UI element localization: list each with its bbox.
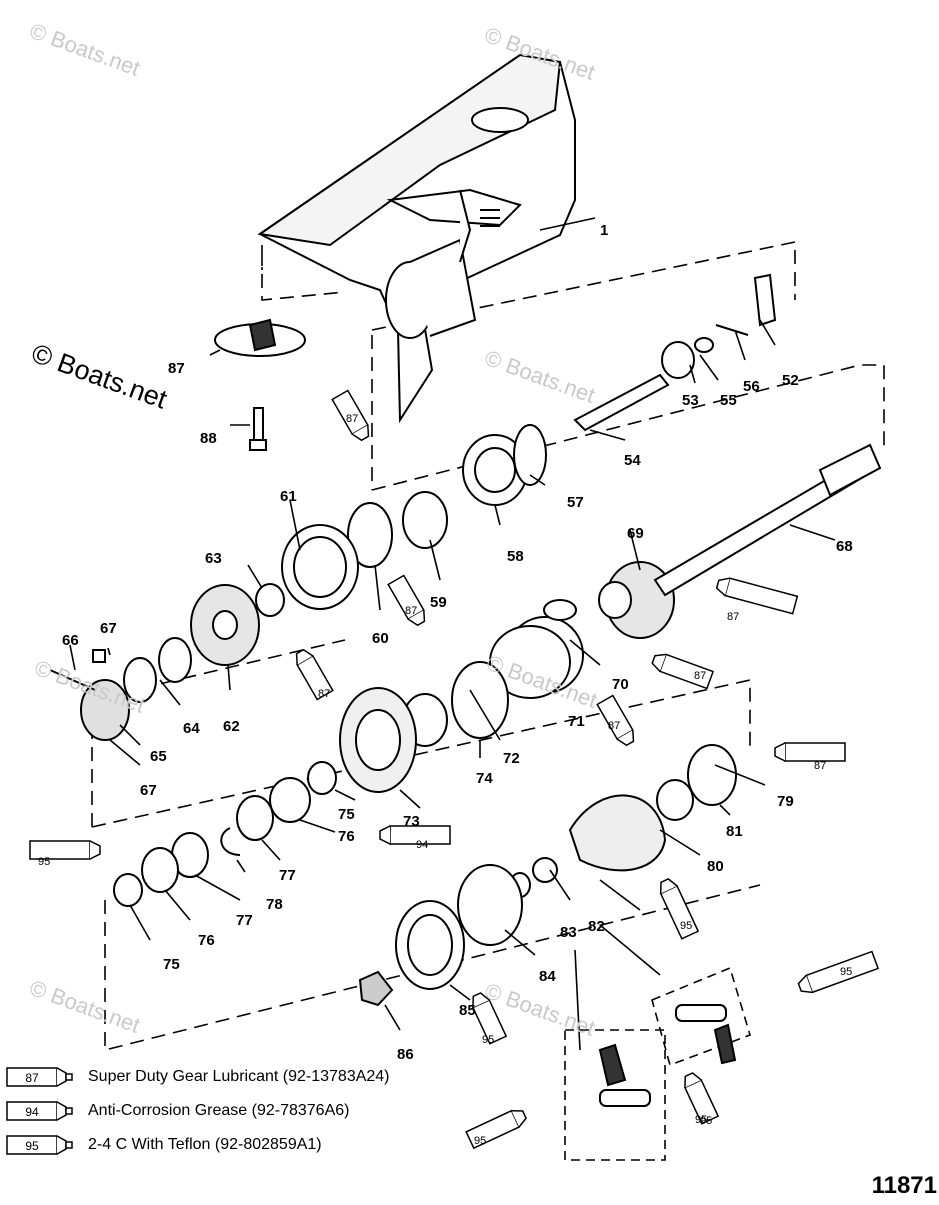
- legend-code: 87: [25, 1071, 39, 1085]
- legend-item-87: 87 Super Duty Gear Lubricant (92-13783A2…: [6, 1064, 390, 1090]
- callout-number: 77: [279, 867, 296, 884]
- callout-number: 86: [397, 1046, 414, 1063]
- callout-number: 75: [163, 956, 180, 973]
- cam-follower: [598, 1004, 737, 1107]
- tube-label: 95: [482, 1034, 495, 1046]
- callout-number: 58: [507, 548, 524, 565]
- callout-number: 76: [198, 932, 215, 949]
- callout-number: 53: [682, 392, 699, 409]
- tube-label: 94: [416, 839, 429, 851]
- callout-number: 67: [100, 620, 117, 637]
- legend-text: Super Duty Gear Lubricant (92-13783A24): [88, 1068, 390, 1085]
- legend-text: Anti-Corrosion Grease (92-78376A6): [88, 1102, 350, 1119]
- callout-number: 72: [503, 750, 520, 767]
- shift-shaft-group: [573, 273, 777, 432]
- callout-number: 85: [459, 1002, 476, 1019]
- tube-label: 95: [700, 1115, 713, 1127]
- callout-number: 69: [627, 525, 644, 542]
- tube-icon: 94: [6, 1101, 73, 1121]
- callout-number: 73: [403, 813, 420, 830]
- callout-number: 74: [476, 770, 493, 787]
- callout-number: 84: [539, 968, 556, 985]
- bearings-and-races: [49, 424, 737, 1007]
- callout-number: 57: [567, 494, 584, 511]
- detail-boxes: [564, 966, 751, 1161]
- callout-number: 64: [183, 720, 200, 737]
- callout-number: 52: [782, 372, 799, 389]
- callout-number: 63: [205, 550, 222, 567]
- lubricant-tubes: [29, 389, 880, 1150]
- callout-number: 80: [707, 858, 724, 875]
- tube-label: 95: [680, 920, 693, 932]
- legend-code: 95: [25, 1139, 39, 1153]
- callout-number: 62: [223, 718, 240, 735]
- callout-number: 67: [140, 782, 157, 799]
- tube-label: 87: [608, 720, 621, 732]
- legend-code: 94: [25, 1105, 39, 1119]
- tube-label: 95: [840, 966, 853, 978]
- tube-label: 95: [38, 856, 51, 868]
- callout-number: 88: [200, 430, 217, 447]
- callout-number: 60: [372, 630, 389, 647]
- callout-number: 78: [266, 896, 283, 913]
- callout-number: 54: [624, 452, 641, 469]
- callout-number: 81: [726, 823, 743, 840]
- legend-item-95: 95 2-4 C With Teflon (92-802859A1): [6, 1132, 322, 1158]
- tube-label: 87: [346, 413, 359, 425]
- callout-number: 76: [338, 828, 355, 845]
- leader-lines: [69, 217, 836, 1051]
- tube-label: 87: [318, 688, 331, 700]
- callout-number: 82: [588, 918, 605, 935]
- callout-number: 70: [612, 676, 629, 693]
- tube-label: 87: [405, 605, 418, 617]
- callout-number: 75: [338, 806, 355, 823]
- gear-housing: [257, 53, 576, 424]
- tube-icon: 95: [6, 1135, 73, 1155]
- tube-label: 87: [694, 670, 707, 682]
- anode-and-bolt: [214, 318, 306, 451]
- callout-number: 56: [743, 378, 760, 395]
- propeller-shaft: [653, 443, 882, 597]
- callout-number: 1: [600, 222, 609, 239]
- callout-number: 59: [430, 594, 447, 611]
- legend-item-94: 94 Anti-Corrosion Grease (92-78376A6): [6, 1098, 349, 1124]
- tube-icon: 87: [6, 1067, 73, 1087]
- callout-number: 79: [777, 793, 794, 810]
- callout-number: 77: [236, 912, 253, 929]
- tube-label: 95: [695, 1114, 708, 1126]
- tube-label: 87: [814, 760, 827, 772]
- legend-text: 2-4 C With Teflon (92-802859A1): [88, 1136, 322, 1153]
- callout-number: 55: [720, 392, 737, 409]
- callout-number: 87: [168, 360, 185, 377]
- tube-label: 95: [474, 1135, 487, 1147]
- callout-number: 61: [280, 488, 297, 505]
- tube-label: 87: [727, 611, 740, 623]
- callout-number: 68: [836, 538, 853, 555]
- callout-number: 65: [150, 748, 167, 765]
- callout-number: 66: [62, 632, 79, 649]
- callout-number: 71: [568, 713, 585, 730]
- callout-number: 83: [560, 924, 577, 941]
- figure-number: 11871: [871, 1172, 937, 1199]
